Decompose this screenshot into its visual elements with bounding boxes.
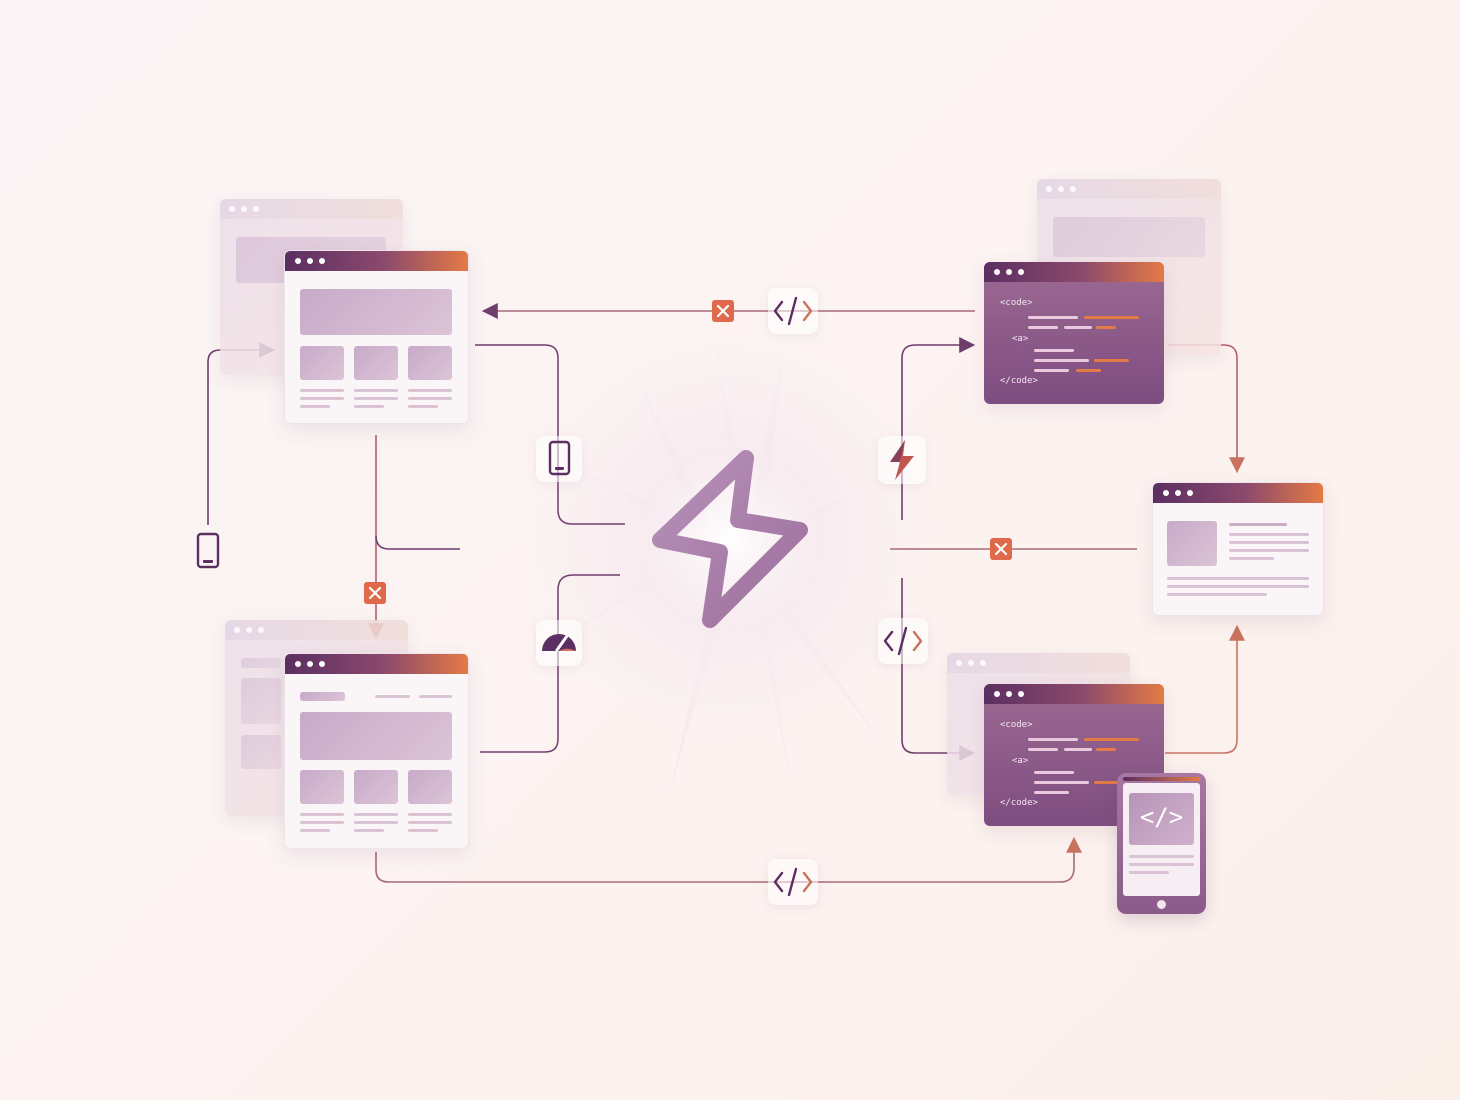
window-titlebar [285,251,468,271]
window-titlebar [1037,179,1221,199]
window-titlebar [984,684,1164,704]
card-placeholder [354,770,398,804]
code-icon [773,296,813,326]
browser-window-top-left [284,250,469,424]
phone-icon [548,440,571,476]
card-placeholder [354,346,398,380]
close-icon [716,304,730,318]
card-placeholder [408,346,452,380]
phone-icon-badge [536,436,582,482]
phone-icon [196,532,220,569]
close-icon-badge [712,300,734,322]
image-placeholder [1167,521,1217,566]
nav-placeholder [300,692,345,701]
close-icon-badge [990,538,1012,560]
window-titlebar [984,262,1164,282]
speedometer-icon [542,634,576,652]
code-inner-tag: <a> [1012,756,1029,766]
code-window-bottom-right: <code> <a> </code> [984,684,1164,826]
window-titlebar [225,620,408,640]
code-window-top-right: <code> <a> </code> [984,262,1164,404]
card-placeholder [300,770,344,804]
close-icon [368,586,382,600]
close-icon [994,542,1008,556]
hero-placeholder [300,289,452,335]
code-icon [883,626,923,656]
code-open-tag: <code> [1000,298,1033,308]
card-placeholder [408,770,452,804]
code-icon [773,867,813,897]
window-titlebar [220,199,403,219]
code-close-tag: </code> [1000,376,1038,386]
speedometer-icon-badge [536,620,582,666]
browser-window-bottom-left [284,653,469,849]
code-icon-badge [768,859,818,905]
code-icon-badge [768,288,818,334]
card-placeholder [300,346,344,380]
code-open-tag: <code> [1000,720,1033,730]
lightning-icon-badge [878,436,926,484]
hero-placeholder [300,712,452,760]
lightning-icon [890,440,914,480]
browser-window-right [1152,482,1324,616]
code-icon: </> [1139,803,1184,831]
window-titlebar [1153,483,1323,503]
code-icon-badge [878,618,928,664]
window-titlebar [947,653,1130,673]
code-close-tag: </code> [1000,798,1038,808]
window-titlebar [285,654,468,674]
code-inner-tag: <a> [1012,334,1029,344]
close-icon-badge [364,582,386,604]
mobile-device: </> [1117,773,1206,914]
